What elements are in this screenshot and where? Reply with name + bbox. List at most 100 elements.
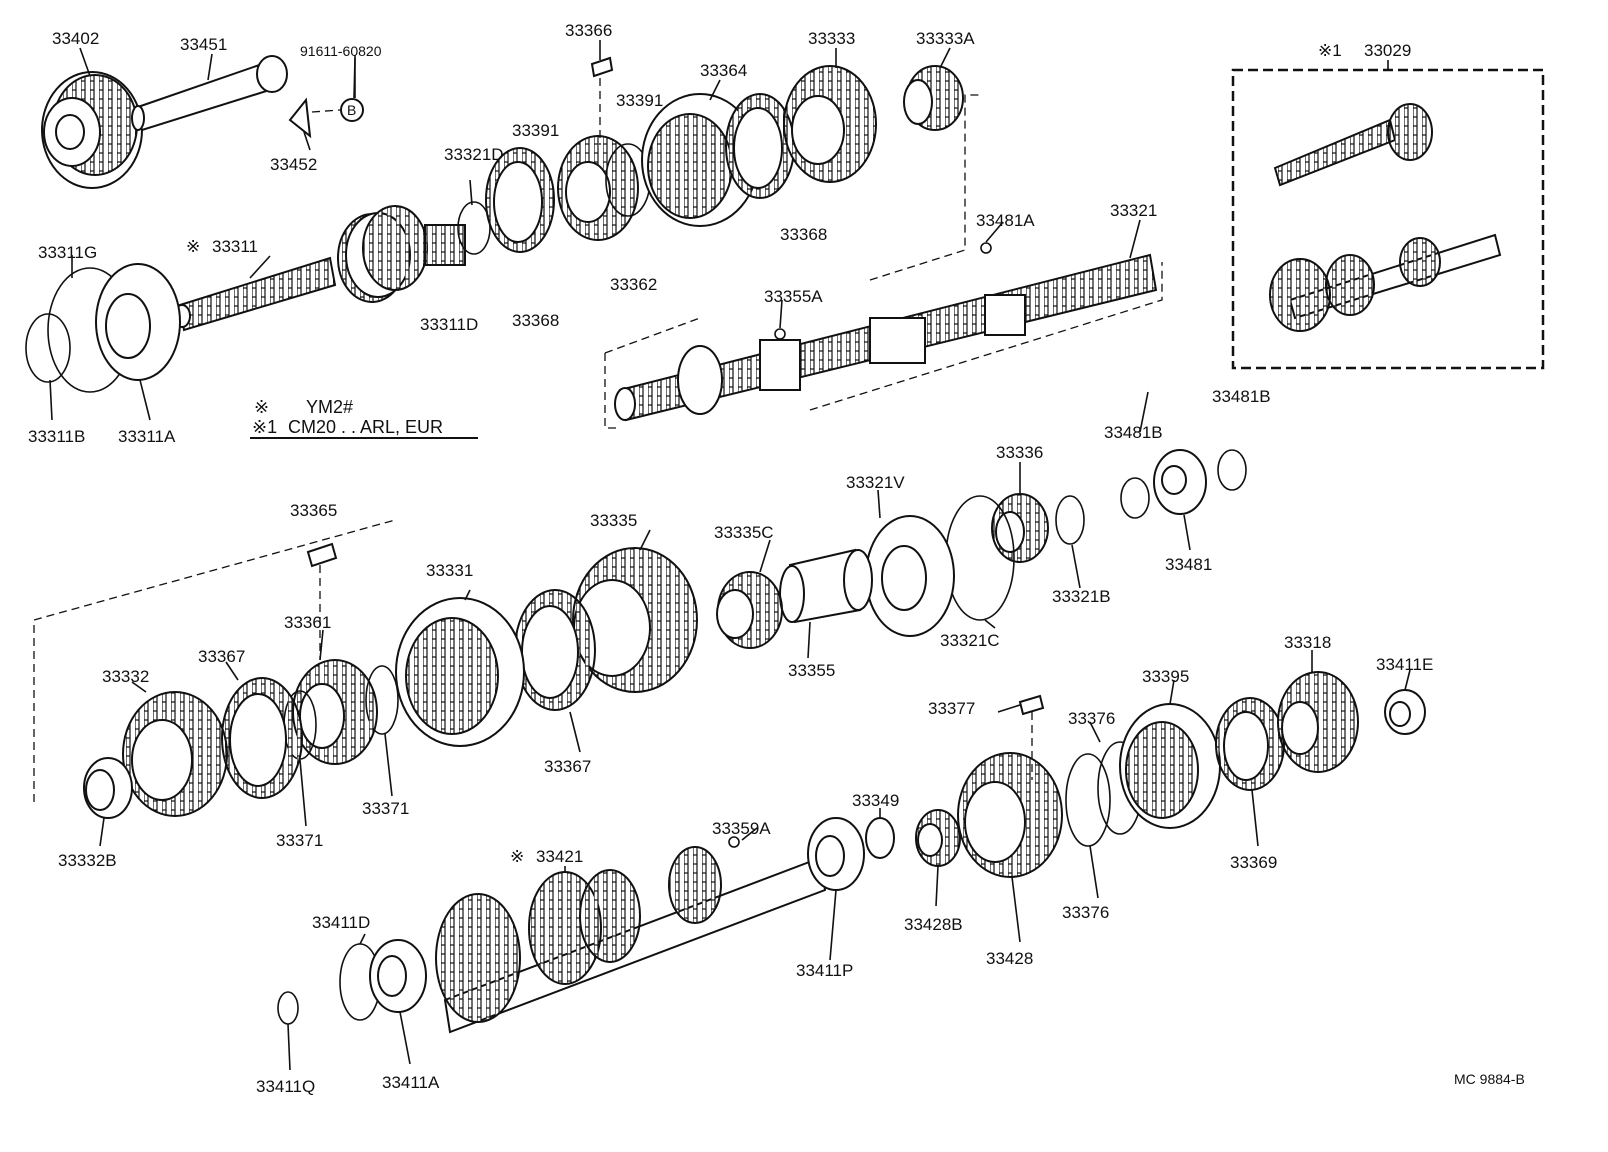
leader-33402 <box>79 47 91 77</box>
spacer-33355 <box>779 548 873 624</box>
label-33368-lower: 33368 <box>512 311 560 330</box>
gear-33332 <box>122 691 228 817</box>
shaft-33451 <box>131 55 288 132</box>
mark-33311: ※ <box>186 237 201 256</box>
label-33321: 33321 <box>1110 201 1158 220</box>
hub-33361 <box>292 659 378 765</box>
label-33318: 33318 <box>1284 633 1332 652</box>
legend-underline <box>250 437 478 439</box>
label-33428: 33428 <box>986 949 1034 968</box>
label-33368-upper: 33368 <box>780 225 828 244</box>
snapring-33411Q <box>277 991 299 1025</box>
label-33311: 33311 <box>212 237 259 256</box>
label-33376-upper: 33376 <box>1068 709 1116 728</box>
sleeve-33395 <box>1119 703 1221 829</box>
bearing-33333A <box>903 65 964 131</box>
bearing-33335C <box>716 571 783 649</box>
bearing-33428B <box>915 809 961 867</box>
label-33359A: 33359A <box>712 819 771 838</box>
label-33371-left: 33371 <box>276 831 324 850</box>
label-33411P: 33411P <box>796 961 854 980</box>
key-33365 <box>306 542 338 568</box>
label-33332B: 33332B <box>58 851 117 870</box>
hub-33362 <box>557 135 639 241</box>
label-33311A: 33311A <box>118 427 176 446</box>
shaft-33321 <box>614 253 1158 422</box>
legend-text-1: YM2# <box>306 397 354 417</box>
label-33321D: 33321D <box>444 145 504 164</box>
assembly-33029-upper <box>1273 103 1433 187</box>
leader-33451 <box>207 53 213 81</box>
label-33332: 33332 <box>102 667 150 686</box>
mark-33029: ※1 <box>1318 41 1342 60</box>
label-33364: 33364 <box>700 61 748 80</box>
synchro-33368-upper <box>485 147 555 253</box>
ball-33481A <box>980 242 992 254</box>
snapring-33311B <box>25 313 71 383</box>
gear-33402 <box>41 71 143 189</box>
label-33411E: 33411E <box>1376 655 1434 674</box>
label-33391-upper: 33391 <box>616 91 664 110</box>
label-33411Q: 33411Q <box>256 1077 316 1096</box>
snapring-33481B-right <box>1217 449 1247 491</box>
ring-33369 <box>1215 697 1285 791</box>
label-33481B-left: 33481B <box>1104 423 1163 442</box>
label-33336: 33336 <box>996 443 1044 462</box>
label-33411A: 33411A <box>382 1073 440 1092</box>
label-33349: 33349 <box>852 791 900 810</box>
label-33402: 33402 <box>52 29 100 48</box>
label-33367-right: 33367 <box>544 757 592 776</box>
label-33361: 33361 <box>284 613 332 632</box>
bearing-33321V <box>865 515 955 637</box>
sleeve-33331 <box>395 597 525 747</box>
leader-lines <box>49 40 1411 1071</box>
label-33391-lower: 33391 <box>512 121 560 140</box>
ring-33367-right <box>514 589 596 711</box>
label-33365: 33365 <box>290 501 338 520</box>
bearing-33311A <box>95 263 181 381</box>
callout-b: B <box>347 102 357 118</box>
gear-33428 <box>957 752 1063 878</box>
label-33331: 33331 <box>426 561 474 580</box>
snapring-33481B-left <box>1120 477 1150 519</box>
key-33377 <box>1018 694 1045 716</box>
label-33366: 33366 <box>565 21 613 40</box>
label-33311D: 33311D <box>420 315 479 334</box>
ring-33367-left <box>221 677 303 799</box>
gear-33318 <box>1277 671 1359 773</box>
label-33481A: 33481A <box>976 211 1035 230</box>
spring-33376-left <box>1065 753 1111 847</box>
legend-mark-2: ※1 <box>252 417 278 437</box>
bearing-33411P <box>807 817 865 891</box>
bearing-33332B <box>83 757 133 819</box>
snapring-33321C <box>945 495 1015 621</box>
washer-33349 <box>865 817 895 859</box>
key-33366 <box>590 56 614 78</box>
assembly-33029-lower <box>1269 233 1502 332</box>
shaft-33421 <box>435 846 827 1034</box>
ball-33355A <box>774 328 786 340</box>
ball-33359A <box>728 836 740 848</box>
legend-mark-1: ※ <box>254 397 270 417</box>
label-33333A: 33333A <box>916 29 975 48</box>
label-33428B: 33428B <box>904 915 963 934</box>
label-33321B: 33321B <box>1052 587 1111 606</box>
label-33451: 33451 <box>180 35 228 54</box>
shaft-33311 <box>173 205 466 332</box>
label-33335: 33335 <box>590 511 638 530</box>
label-33321C: 33321C <box>940 631 1000 650</box>
part-33481 <box>1153 449 1207 515</box>
label-33481B-right: 33481B <box>1212 387 1271 406</box>
label-33376-lower: 33376 <box>1062 903 1110 922</box>
label-91611-60820: 91611-60820 <box>300 43 382 59</box>
assembly-box-33029 <box>1231 68 1545 370</box>
label-33481: 33481 <box>1165 555 1213 574</box>
label-33321V: 33321V <box>846 473 905 492</box>
snapring-33321D <box>457 201 491 255</box>
label-33333: 33333 <box>808 29 856 48</box>
nut-33411E <box>1384 689 1426 735</box>
snapring-33321B <box>1055 495 1085 545</box>
label-33421: 33421 <box>536 847 584 866</box>
gear-33333 <box>783 65 877 183</box>
